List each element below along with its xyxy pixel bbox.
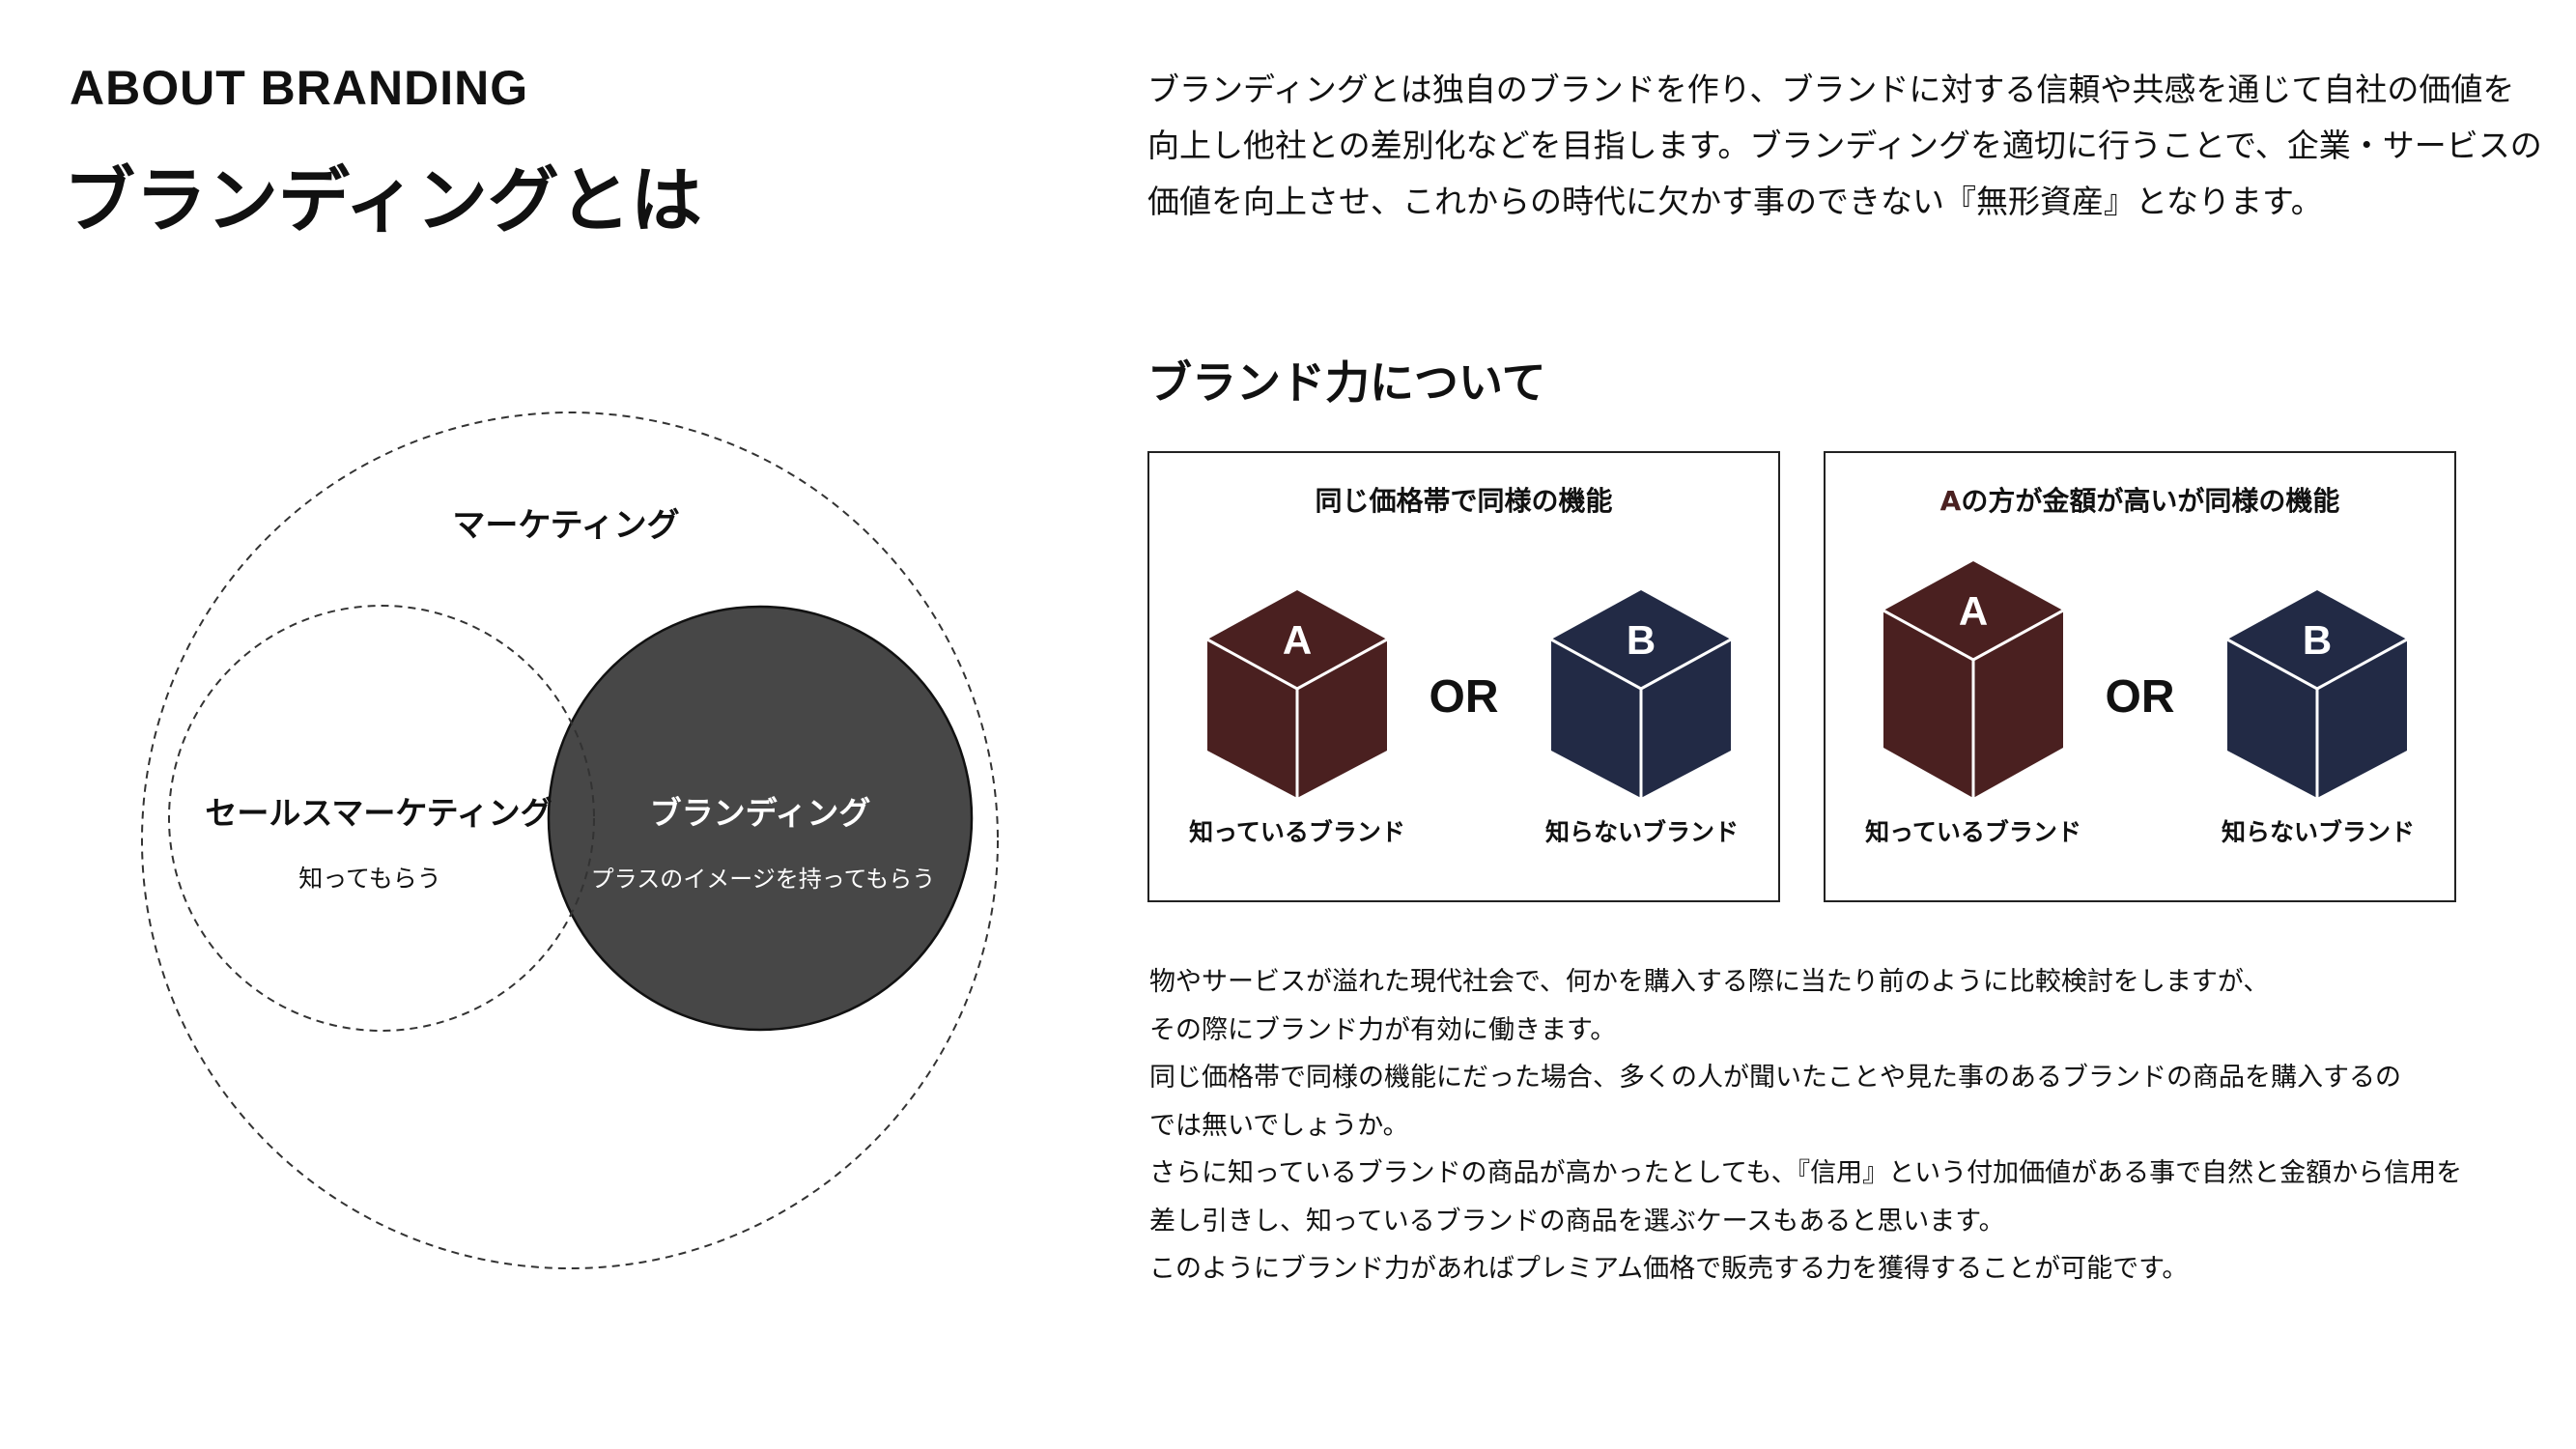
sales-marketing-sub: 知ってもらう	[298, 865, 441, 893]
cubes-illustration: A B	[1882, 561, 2408, 798]
cube-a-letter: A	[1959, 588, 1988, 634]
caption-known-brand: 知っているブランド	[1189, 818, 1405, 846]
cube-b-letter: B	[1627, 617, 1656, 663]
title-text: 同じ価格帯で同様の機能	[1315, 485, 1613, 517]
comparison-box-title: 同じ価格帯で同様の機能	[1149, 480, 1778, 519]
body-line: 差し引きし、知っているブランドの商品を選ぶケースもあると思います。	[1149, 1206, 2005, 1236]
branding-circle	[547, 605, 974, 1032]
title-accent-letter: A	[1939, 485, 1962, 517]
brand-power-description: 物やサービスが溢れた現代社会で、何かを購入する際に当たり前のように比較検討をしま…	[1149, 958, 2482, 1293]
intro-line: ブランディングとは独自のブランドを作り、ブランドに対する信頼や共感を通じて自社の…	[1147, 71, 2515, 108]
marketing-label: マーケティング	[452, 506, 679, 545]
body-line: その際にブランド力が有効に働きます。	[1149, 1014, 1617, 1045]
cube-b-letter: B	[2303, 617, 2332, 663]
caption-unknown-brand: 知らないブランド	[2221, 818, 2415, 846]
branding-sub: プラスのイメージを持ってもらう	[591, 866, 936, 893]
intro-line: 向上し他社との差別化などを目指します。ブランディングを適切に行うことで、企業・サ…	[1147, 127, 2542, 164]
comparison-box-title: Aの方が金額が高いが同様の機能	[1826, 480, 2454, 519]
body-line: 同じ価格帯で同様の機能にだった場合、多くの人が聞いたことや見た事のあるブランドの…	[1149, 1063, 2401, 1093]
cube-b-icon: B	[2226, 590, 2408, 798]
comparison-box-same-price: 同じ価格帯で同様の機能 A B OR 知っているブランド 知らないブランド	[1147, 451, 1780, 902]
cube-b-icon: B	[1550, 590, 1732, 798]
sales-marketing-label: セールスマーケティング	[205, 794, 552, 832]
body-line: このようにブランド力があればプレミアム価格で販売する力を獲得することが可能です。	[1149, 1254, 2189, 1284]
marketing-outer-circle	[141, 412, 999, 1269]
cube-a-icon: A	[1206, 590, 1388, 798]
branding-label: ブランディング	[650, 794, 871, 832]
caption-known-brand: 知っているブランド	[1865, 818, 2081, 846]
body-line: 物やサービスが溢れた現代社会で、何かを購入する際に当たり前のように比較検討をしま…	[1149, 967, 2270, 997]
comparison-box-higher-price: Aの方が金額が高いが同様の機能 A B OR 知っているブランド 知らないブラン…	[1824, 451, 2456, 902]
intro-paragraph: ブランディングとは独自のブランドを作り、ブランドに対する信頼や共感を通じて自社の…	[1147, 62, 2542, 230]
title-english: ABOUT BRANDING	[70, 61, 529, 115]
body-line: さらに知っているブランドの商品が高かったとしても、『信用』という付加価値がある事…	[1149, 1158, 2463, 1188]
marketing-venn-diagram: マーケティング セールスマーケティング 知ってもらう ブランディング プラスのイ…	[141, 412, 999, 1269]
or-label: OR	[1429, 671, 1499, 723]
or-label: OR	[2105, 671, 2175, 723]
title-japanese: ブランディングとは	[64, 159, 702, 242]
title-text: の方が金額が高いが同様の機能	[1961, 485, 2340, 517]
intro-line: 価値を向上させ、これからの時代に欠かす事のできない『無形資産』となります。	[1147, 183, 2323, 220]
cube-a-letter: A	[1283, 617, 1312, 663]
cube-a-large-icon: A	[1882, 561, 2064, 798]
brand-power-heading: ブランド力について	[1147, 356, 1546, 409]
sales-marketing-circle	[168, 605, 595, 1032]
body-line: では無いでしょうか。	[1149, 1110, 1409, 1141]
cubes-illustration: A B	[1206, 590, 1732, 798]
caption-unknown-brand: 知らないブランド	[1544, 818, 1739, 846]
